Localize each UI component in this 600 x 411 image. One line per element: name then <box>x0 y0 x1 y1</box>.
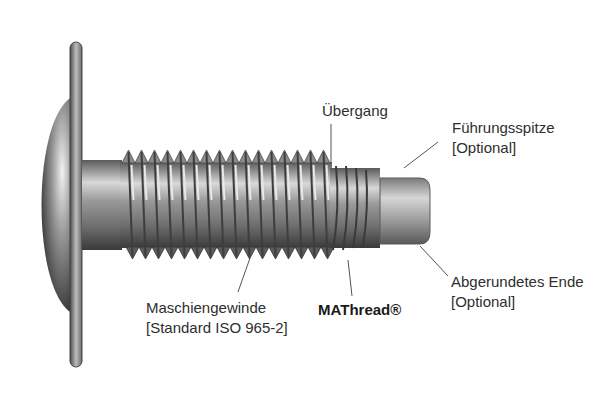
thread-highlight <box>223 165 225 200</box>
thread-line <box>272 152 276 257</box>
brand-label: MAThread® <box>318 300 418 320</box>
thread-highlight <box>262 165 264 200</box>
thread-line <box>259 152 263 257</box>
part-label: Abgerundetes Ende [Optional] <box>451 272 596 312</box>
thread-line <box>207 152 211 257</box>
leader-lines <box>238 124 448 296</box>
thread-highlight <box>171 165 173 200</box>
thread-line <box>129 152 133 257</box>
thread-line <box>311 152 315 257</box>
thread-highlight <box>210 165 212 200</box>
thread-highlight <box>288 165 290 200</box>
thread-highlight <box>249 165 251 200</box>
part-label: Übergang <box>322 101 412 121</box>
thread-highlight <box>145 165 147 200</box>
thread-line <box>233 152 237 257</box>
thread-line <box>324 152 328 257</box>
part-label: Führungsspitze [Optional] <box>452 118 582 158</box>
thread-line <box>194 152 198 257</box>
thread-line <box>142 152 146 257</box>
mathread-lines <box>333 166 367 250</box>
thread-line <box>155 152 159 257</box>
thread-line <box>220 152 224 257</box>
thread-highlight <box>158 165 160 200</box>
pilot-point <box>380 178 430 244</box>
thread-highlight <box>132 165 134 200</box>
thread-highlight <box>275 165 277 200</box>
thread-highlight <box>301 165 303 200</box>
thread-line <box>246 152 250 257</box>
thread-line <box>298 152 302 257</box>
thread-line <box>168 152 172 257</box>
flange <box>70 42 82 367</box>
thread-highlight <box>236 165 238 200</box>
thread-highlight <box>197 165 199 200</box>
thread-line <box>181 152 185 257</box>
thread-line <box>285 152 289 257</box>
thread-highlight <box>314 165 316 200</box>
thread-highlight <box>184 165 186 200</box>
part-label: Maschiengewinde [Standard ISO 965-2] <box>146 298 324 338</box>
thread-highlight <box>327 165 329 200</box>
neck <box>82 160 122 250</box>
machine-thread <box>120 150 334 259</box>
